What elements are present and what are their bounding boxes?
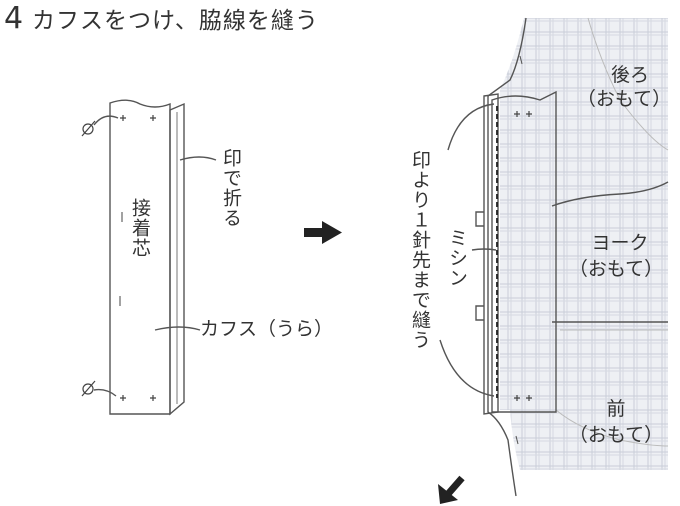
- yoke-label-line2: （おもて）: [568, 258, 664, 280]
- back-yoke-seam: [551, 181, 669, 207]
- interfacing-label: 接着芯: [129, 198, 151, 258]
- cuff-notch-upper: [475, 211, 484, 227]
- machine-label: ミシン: [446, 228, 468, 288]
- front-label-line1: 前: [606, 398, 626, 420]
- back-label-line2: （おもて）: [576, 88, 672, 110]
- fold-leader-line: [179, 156, 217, 161]
- edge-tick-bottom: [515, 435, 519, 445]
- sew-note-bracket-bottom: [439, 339, 495, 397]
- yoke-label-line1: ヨーク: [591, 232, 649, 254]
- attached-mark-bottom-right: [526, 395, 532, 401]
- attached-mark-bottom-left: [514, 395, 520, 401]
- attached-cuff-fold: [483, 93, 499, 415]
- step-title: カフスをつけ、脇線を縫う: [32, 8, 319, 34]
- arrow-right-icon: [304, 221, 342, 244]
- cuff-piece-left: [81, 99, 217, 416]
- edge-tick-top: [519, 55, 523, 65]
- garment-right: [439, 17, 669, 497]
- arrow-down-left-icon: [438, 475, 465, 504]
- sew-note-bracket-top: [447, 103, 495, 151]
- cuff-notch-lower: [475, 305, 484, 321]
- garment-side-seam-outline: [487, 17, 527, 497]
- cuff-leader-line: [154, 326, 201, 331]
- cuff-mark-top-right: [150, 115, 156, 121]
- attached-mark-top-left: [514, 111, 520, 117]
- button-position-symbol-top: [81, 115, 119, 137]
- cuff-body: [109, 99, 171, 415]
- back-piece-edge: [587, 17, 669, 151]
- cuff-mark-bottom-right: [150, 395, 156, 401]
- front-piece-edge: [555, 409, 669, 447]
- machine-leader-line: [471, 248, 497, 251]
- garment-plaid-body: [500, 18, 668, 470]
- cuff-mark-bottom-left: [120, 395, 126, 401]
- fold-label: 印で折る: [220, 148, 242, 228]
- attached-mark-top-right: [526, 111, 532, 117]
- button-position-symbol-bottom: [81, 380, 117, 397]
- attached-cuff-body: [491, 90, 557, 413]
- cuff-mark-top-left: [120, 115, 126, 121]
- front-label-line2: （おもて）: [568, 424, 664, 446]
- step-number: 4: [4, 1, 24, 36]
- sew-note-label: 印より１針先まで縫う: [409, 150, 431, 350]
- cuff-label: カフス（うら）: [200, 318, 334, 340]
- back-label-line1: 後ろ: [610, 64, 649, 86]
